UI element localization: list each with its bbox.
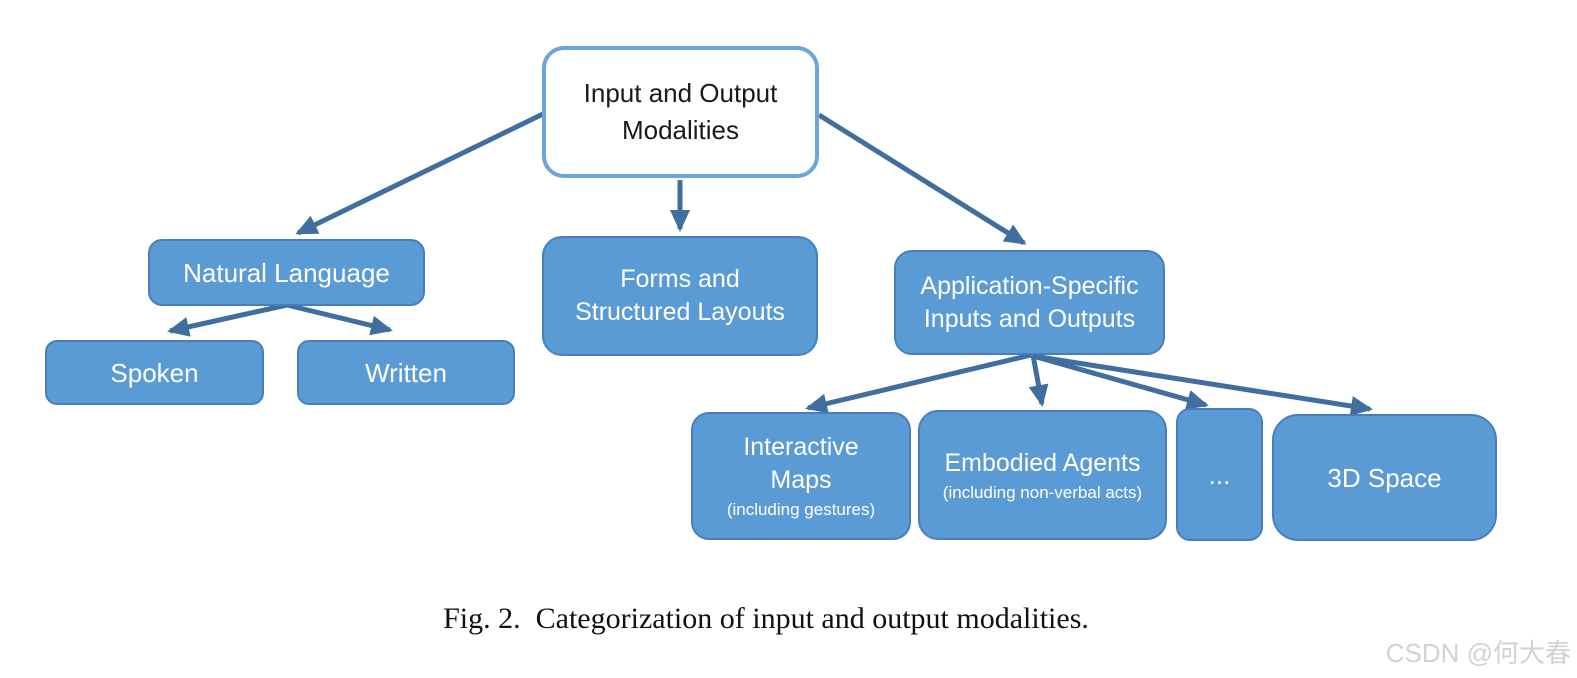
node-interactive-maps: Interactive Maps (including gestures): [691, 412, 911, 540]
node-embodied-agents: Embodied Agents (including non-verbal ac…: [918, 410, 1167, 540]
node-label: Application-Specific Inputs and Outputs: [920, 271, 1139, 333]
node-label: Interactive Maps: [743, 433, 859, 494]
node-sublabel: (including non-verbal acts): [942, 482, 1143, 502]
arrow-app-specific-to-interactive-maps: [805, 352, 1032, 414]
node-label: Natural Language: [183, 257, 390, 288]
node-forms-and-structured-layouts: Forms and Structured Layouts: [542, 236, 818, 356]
node-label: Input and Output Modalities: [583, 78, 778, 145]
node-input-and-output-modalities: Input and Output Modalities: [542, 46, 819, 178]
arrow-root-to-natural-language: [295, 110, 547, 236]
arrow-root-to-app-specific: [817, 112, 1027, 246]
node-application-specific-inputs-and-outputs: Application-Specific Inputs and Outputs: [894, 250, 1165, 355]
arrow-natural-language-to-spoken: [167, 302, 288, 337]
node-sublabel: (including gestures): [726, 500, 876, 519]
node-natural-language: Natural Language: [148, 239, 425, 306]
figure-caption: Fig. 2. Categorization of input and outp…: [443, 602, 1089, 635]
arrow-natural-language-to-written: [286, 302, 393, 336]
node-label: Embodied Agents: [944, 448, 1141, 477]
node-spoken: Spoken: [45, 340, 264, 405]
node-label: ...: [1208, 459, 1231, 490]
node-ellipsis: ...: [1176, 408, 1263, 541]
node-label: Spoken: [110, 357, 199, 388]
node-label: Forms and Structured Layouts: [575, 265, 785, 326]
arrow-app-specific-to-embodied-agents: [1028, 354, 1049, 407]
arrow-app-specific-to-ellipsis: [1032, 353, 1209, 410]
arrow-app-specific-to-3d-space: [1032, 353, 1373, 416]
node-written: Written: [297, 340, 515, 405]
node-label: Written: [365, 357, 447, 388]
watermark: CSDN @何大春: [1385, 638, 1571, 668]
node-label: 3D Space: [1327, 462, 1442, 493]
node-3d-space: 3D Space: [1272, 414, 1497, 541]
